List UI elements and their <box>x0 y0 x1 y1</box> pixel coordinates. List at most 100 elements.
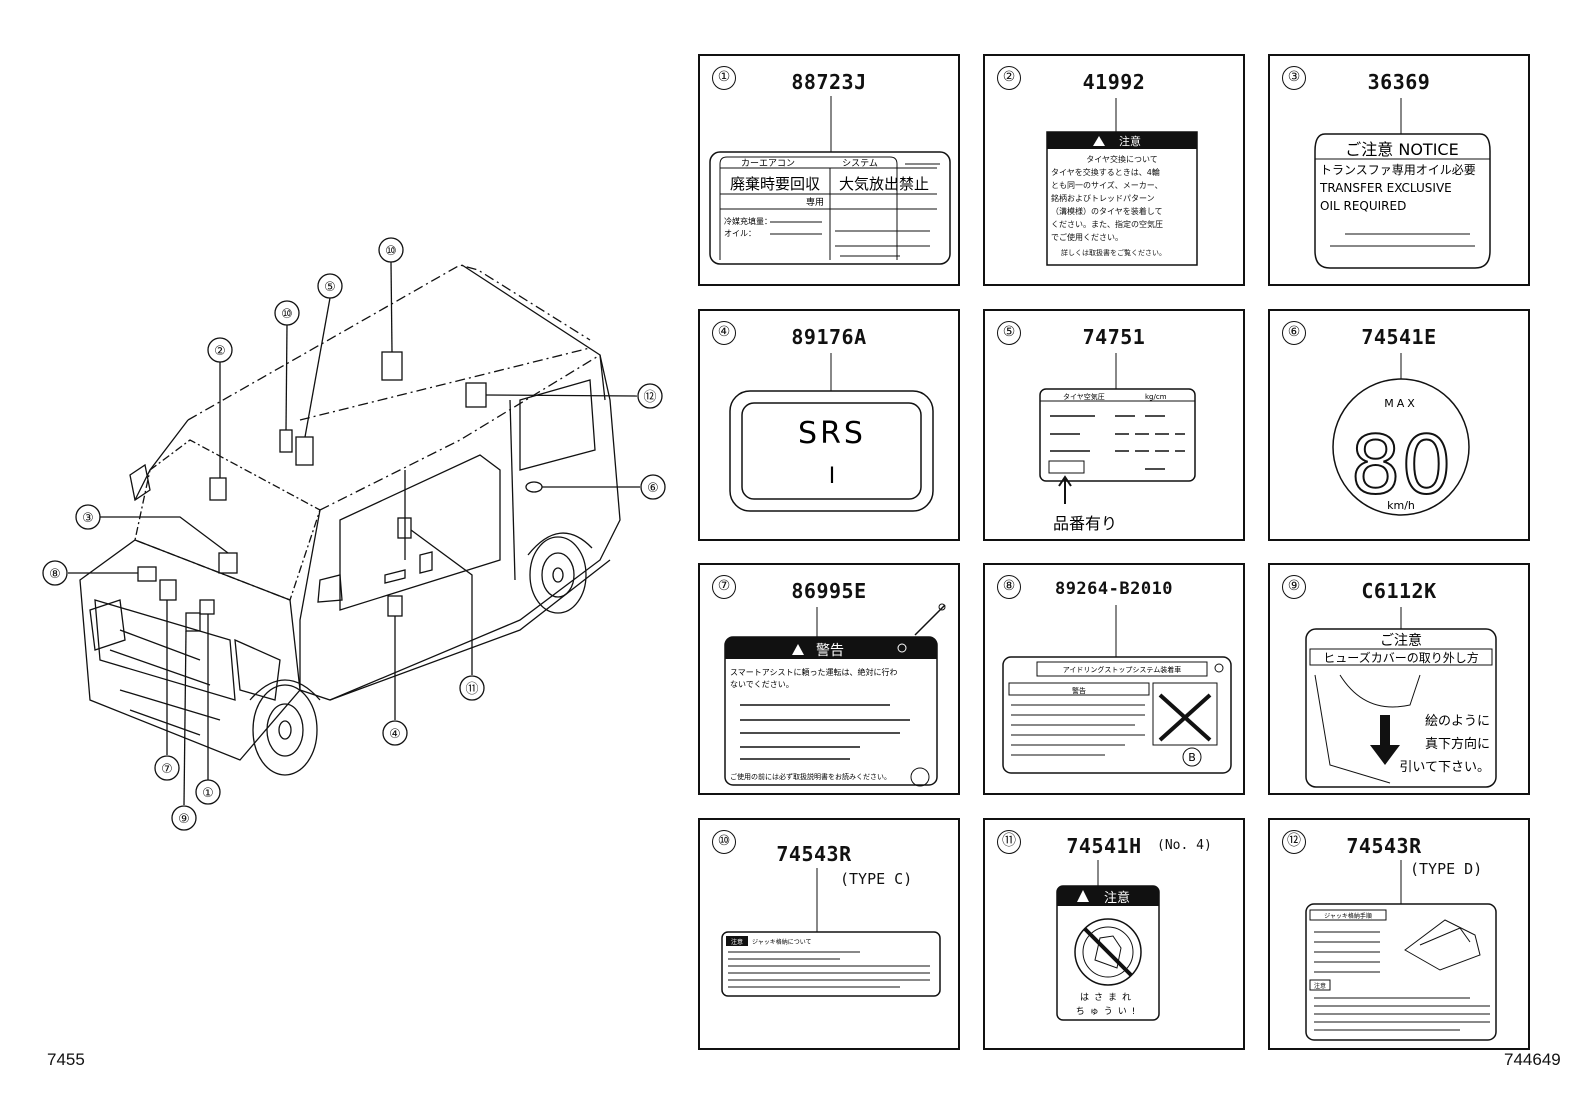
pinch-caution-label-art: 注意 はさまれ ちゅうい! <box>1056 860 1160 1021</box>
callout-12: ⑫ <box>643 390 656 405</box>
svg-text:はさまれ: はさまれ <box>1080 992 1136 1003</box>
panel-number: ⑧ <box>997 575 1021 599</box>
part-type: (TYPE C) <box>840 870 913 888</box>
part-number: 36369 <box>1367 70 1431 94</box>
label-panel-10: ⑩ 74543R (TYPE C) 注意 ジャッキ格納について <box>698 818 960 1050</box>
fuse-cover-label-art: ご注意 ヒューズカバーの取り外し方 絵のように 真下方向に 引いて下さい。 <box>1305 607 1497 788</box>
transfer-oil-label-art: ご注意 NOTICE トランスファ専用オイル必要 TRANSFER EXCLUS… <box>1314 98 1491 269</box>
panel-number: ① <box>712 66 736 90</box>
svg-text:km/h: km/h <box>1387 499 1415 512</box>
svg-text:kg/cm: kg/cm <box>1145 393 1167 401</box>
label-panel-5: ⑤ 74751 タイヤ空気圧 kg/cm 品番有り <box>983 309 1245 541</box>
smart-assist-warning-label-art: 警告 スマートアシストに頼った運転は、絶対に行わ ないでください。 ご使用の前に… <box>724 603 946 787</box>
svg-text:注意: 注意 <box>1314 982 1326 990</box>
svg-text:注意: 注意 <box>1104 890 1130 906</box>
svg-text:カーエアコン: カーエアコン <box>741 158 795 169</box>
svg-text:絵のように: 絵のように <box>1425 714 1490 729</box>
part-number: 89264-B2010 <box>1054 579 1174 599</box>
panel-number: ⑪ <box>997 830 1021 854</box>
svg-text:真下方向に: 真下方向に <box>1425 736 1490 752</box>
svg-text:B: B <box>1188 751 1196 764</box>
svg-text:SRS: SRS <box>798 416 866 451</box>
svg-text:警告: 警告 <box>816 643 844 659</box>
label-panel-7: ⑦ 86995E 警告 スマートアシストに頼った運転は、絶対に行わ ないでくださ… <box>698 563 960 795</box>
svg-text:（溝模様）のタイヤを装着して: （溝模様）のタイヤを装着して <box>1051 206 1163 216</box>
svg-text:システム: システム <box>842 158 878 169</box>
tire-pressure-label-art: タイヤ空気圧 kg/cm 品番有り <box>1039 353 1196 533</box>
callout-3: ③ <box>82 511 94 526</box>
label-panel-3: ③ 36369 ご注意 NOTICE トランスファ専用オイル必要 TRANSFE… <box>1268 54 1530 286</box>
svg-text:ジャッキ格納手順: ジャッキ格納手順 <box>1324 912 1372 920</box>
svg-text:ご注意 NOTICE: ご注意 NOTICE <box>1345 140 1458 159</box>
svg-text:80: 80 <box>1350 419 1452 512</box>
svg-text:ください。また、指定の空気圧: ください。また、指定の空気圧 <box>1051 219 1163 229</box>
jack-storage-label-d-art: ジャッキ格納手順 注意 <box>1305 860 1497 1041</box>
footer-right-code: 744649 <box>1504 1050 1561 1069</box>
svg-text:専用: 専用 <box>806 196 824 208</box>
svg-text:ご使用の前には必ず取扱説明書をお読みください。: ご使用の前には必ず取扱説明書をお読みください。 <box>730 772 891 781</box>
part-number: 74543R <box>1346 834 1422 858</box>
label-panel-8: ⑧ 89264-B2010 アイドリングストップシステム装着車 警告 B <box>983 563 1245 795</box>
part-number: 88723J <box>791 70 867 94</box>
panel-number: ④ <box>712 321 736 345</box>
part-number: 74541H <box>1066 834 1142 858</box>
svg-text:オイル：: オイル： <box>724 229 756 238</box>
callout-11: ⑪ <box>465 682 478 697</box>
svg-text:とも同一のサイズ、メーカー、: とも同一のサイズ、メーカー、 <box>1051 180 1163 190</box>
part-number: 89176A <box>791 325 867 349</box>
svg-text:スマートアシストに頼った運転は、絶対に行わ: スマートアシストに頼った運転は、絶対に行わ <box>730 667 897 677</box>
panel-number: ② <box>997 66 1021 90</box>
part-type: (TYPE D) <box>1410 860 1483 878</box>
svg-text:ご注意: ご注意 <box>1380 632 1422 649</box>
svg-text:詳しくは取扱書をご覧ください。: 詳しくは取扱書をご覧ください。 <box>1061 248 1166 257</box>
label-panel-1: ① 88723J カーエアコン システム 廃棄時要回収 大気放出禁止 専用 冷媒… <box>698 54 960 286</box>
vehicle-diagram: ② ⑤ ⑩ ⑩ ⑫ ⑥ ③ ⑧ ⑦ ① ⑨ ④ ⑪ <box>42 237 666 831</box>
callout-10a: ⑩ <box>281 307 293 322</box>
panel-number: ③ <box>1282 66 1306 90</box>
callout-10b: ⑩ <box>385 244 397 259</box>
panel-number: ⑦ <box>712 575 736 599</box>
jack-storage-label-c-art: 注意 ジャッキ格納について <box>721 868 941 997</box>
part-note: (No. 4) <box>1157 838 1212 853</box>
callout-2: ② <box>214 344 226 359</box>
label-panel-2: ② 41992 注意 タイヤ交換について タイヤを交換するときは、4輪 とも同一… <box>983 54 1245 286</box>
svg-text:でご使用ください。: でご使用ください。 <box>1051 232 1123 242</box>
svg-text:注意: 注意 <box>731 938 743 946</box>
svg-text:警告: 警告 <box>1072 686 1086 695</box>
svg-text:TRANSFER EXCLUSIVE: TRANSFER EXCLUSIVE <box>1319 181 1452 195</box>
footer-left-code: 7455 <box>47 1050 85 1069</box>
part-number: 74541E <box>1361 325 1437 349</box>
svg-text:品番有り: 品番有り <box>1053 514 1117 533</box>
idle-stop-label-art: アイドリングストップシステム装着車 警告 B <box>1002 605 1232 774</box>
panel-number: ⑤ <box>997 321 1021 345</box>
part-number: 74543R <box>776 842 852 866</box>
panel-number: ⑥ <box>1282 321 1306 345</box>
label-panel-12: ⑫ 74543R (TYPE D) ジャッキ格納手順 注意 <box>1268 818 1530 1050</box>
panel-number: ⑨ <box>1282 575 1306 599</box>
panel-number: ⑩ <box>712 830 736 854</box>
svg-text:大気放出禁止: 大気放出禁止 <box>839 175 929 193</box>
svg-text:廃棄時要回収: 廃棄時要回収 <box>730 175 820 193</box>
callout-4: ④ <box>389 727 401 742</box>
part-number: 74751 <box>1082 325 1146 349</box>
callout-8: ⑧ <box>49 567 61 582</box>
svg-text:注意: 注意 <box>1119 134 1141 148</box>
svg-text:銘柄およびトレッドパターン: 銘柄およびトレッドパターン <box>1051 193 1155 203</box>
svg-text:アイドリングストップシステム装着車: アイドリングストップシステム装着車 <box>1063 665 1181 674</box>
callout-6: ⑥ <box>647 481 659 496</box>
svg-text:I: I <box>829 464 836 489</box>
part-number: 86995E <box>791 579 867 603</box>
svg-text:ないでください。: ないでください。 <box>730 680 794 689</box>
panel-number: ⑫ <box>1282 830 1306 854</box>
callout-5: ⑤ <box>324 280 336 295</box>
svg-text:冷媒充填量：: 冷媒充填量： <box>724 216 772 226</box>
svg-text:タイヤを交換するときは、4輪: タイヤを交換するときは、4輪 <box>1051 167 1160 177</box>
svg-text:タイヤ交換について: タイヤ交換について <box>1086 154 1158 164</box>
callout-9: ⑨ <box>178 812 190 827</box>
svg-text:OIL REQUIRED: OIL REQUIRED <box>1320 199 1406 213</box>
max-speed-label-art: MAX 80 km/h <box>1332 353 1470 516</box>
svg-text:引いて下さい。: 引いて下さい。 <box>1399 760 1490 775</box>
svg-text:ちゅうい!: ちゅうい! <box>1076 1006 1141 1017</box>
label-panel-6: ⑥ 74541E MAX 80 km/h <box>1268 309 1530 541</box>
label-panel-11: ⑪ 74541H (No. 4) 注意 はさまれ ちゅうい! <box>983 818 1245 1050</box>
